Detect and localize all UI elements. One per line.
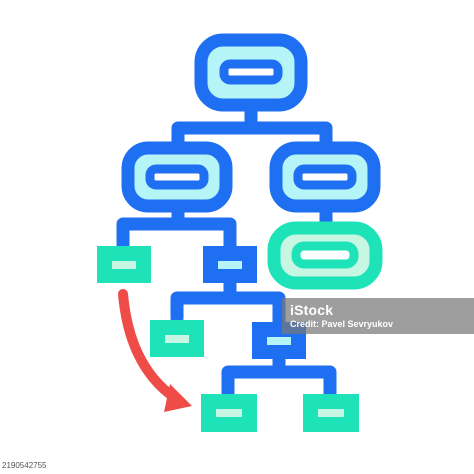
level5-right-box	[303, 394, 359, 432]
red-curved-arrow	[118, 289, 192, 412]
root-node	[194, 33, 308, 112]
watermark-brand: iStock	[290, 302, 334, 318]
level3-right-green-node	[267, 221, 383, 290]
stock-image-id: 2190542755	[2, 461, 47, 470]
watermark-credit: Credit: Pavel Sevryukov	[290, 319, 394, 329]
watermark-banner: iStock Credit: Pavel Sevryukov	[282, 298, 474, 334]
level5-left-box	[201, 394, 257, 432]
level3-left-box	[97, 246, 151, 283]
connector-lines	[116, 98, 337, 401]
level2-right-node	[269, 141, 381, 213]
level4-left-box	[150, 320, 204, 357]
level3-middle-box	[203, 246, 257, 283]
level2-left-node	[121, 141, 233, 213]
